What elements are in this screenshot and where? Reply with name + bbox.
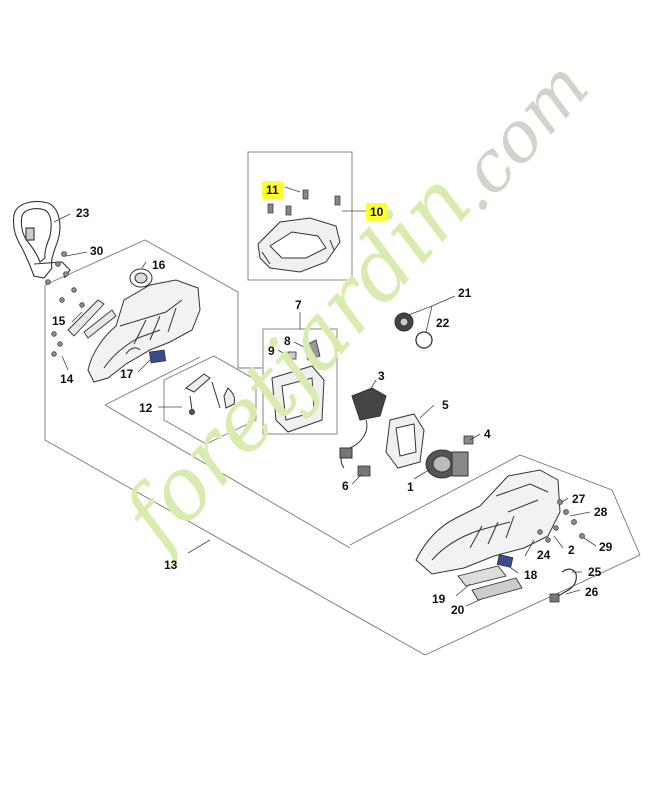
plate-part-20[interactable] [471, 577, 523, 601]
callout-3[interactable]: 3 [378, 369, 385, 383]
callout-22[interactable]: 22 [436, 316, 450, 330]
levers-part-12[interactable] [185, 373, 235, 415]
plate-part-19[interactable] [457, 565, 507, 587]
top-cover-part-10[interactable] [257, 217, 341, 273]
callout-4[interactable]: 4 [484, 427, 491, 441]
callout-9[interactable]: 9 [268, 344, 275, 358]
callout-5[interactable]: 5 [442, 398, 449, 412]
callout-16[interactable]: 16 [152, 258, 166, 272]
callout-19[interactable]: 19 [432, 592, 446, 606]
callout-8[interactable]: 8 [284, 334, 291, 348]
callout-6[interactable]: 6 [342, 479, 349, 493]
screws-part-11[interactable] [267, 189, 341, 216]
screws-part-30[interactable] [45, 251, 69, 285]
callout-12[interactable]: 12 [139, 401, 153, 415]
callout-7[interactable]: 7 [295, 298, 302, 312]
callout-28[interactable]: 28 [594, 505, 608, 519]
callout-11[interactable]: 11 [262, 181, 283, 199]
screws-part-24-2[interactable] [537, 525, 559, 543]
callout-26[interactable]: 26 [585, 585, 599, 599]
cover-box-part-10 [247, 151, 353, 281]
connector-part-26[interactable] [549, 593, 560, 603]
pins-part-8[interactable] [303, 339, 321, 361]
callout-29[interactable]: 29 [599, 540, 613, 554]
label-part-17[interactable] [149, 349, 167, 364]
callout-18[interactable]: 18 [524, 568, 538, 582]
label-part-18[interactable] [496, 554, 514, 568]
screws-part-14[interactable] [51, 287, 85, 357]
lever-box-part-12 [163, 355, 257, 445]
seal-part-22[interactable] [415, 331, 433, 349]
callout-15[interactable]: 15 [52, 314, 66, 328]
electronics-housing-part-7[interactable] [271, 365, 325, 433]
brackets-part-15[interactable] [67, 299, 117, 339]
callout-20[interactable]: 20 [451, 603, 465, 617]
connector-part-6[interactable] [357, 465, 371, 477]
disc-part-16[interactable] [129, 268, 153, 288]
callout-1[interactable]: 1 [407, 480, 414, 494]
callout-17[interactable]: 17 [120, 367, 134, 381]
motor-part-1[interactable] [425, 449, 469, 479]
callout-2[interactable]: 2 [568, 543, 575, 557]
right-housing-half[interactable] [415, 469, 561, 575]
callout-21[interactable]: 21 [458, 286, 472, 300]
cable-part-25[interactable] [555, 568, 577, 599]
left-housing-half[interactable] [87, 279, 201, 383]
callout-27[interactable]: 27 [572, 492, 586, 506]
callout-10[interactable]: 10 [366, 203, 388, 221]
callout-13[interactable]: 13 [164, 558, 178, 572]
clip-part-4[interactable] [463, 435, 474, 445]
cap-part-21[interactable] [394, 312, 414, 332]
connector-part-9[interactable] [287, 351, 297, 360]
callout-25[interactable]: 25 [588, 565, 602, 579]
motor-cover-part-5[interactable] [385, 413, 425, 469]
leader-lines [53, 186, 597, 607]
callout-30[interactable]: 30 [90, 244, 104, 258]
callout-14[interactable]: 14 [60, 372, 74, 386]
callout-24[interactable]: 24 [537, 548, 551, 562]
handle-bar-part-23[interactable] [12, 200, 71, 279]
callout-23[interactable]: 23 [76, 206, 90, 220]
controller-part-3[interactable] [339, 387, 387, 469]
